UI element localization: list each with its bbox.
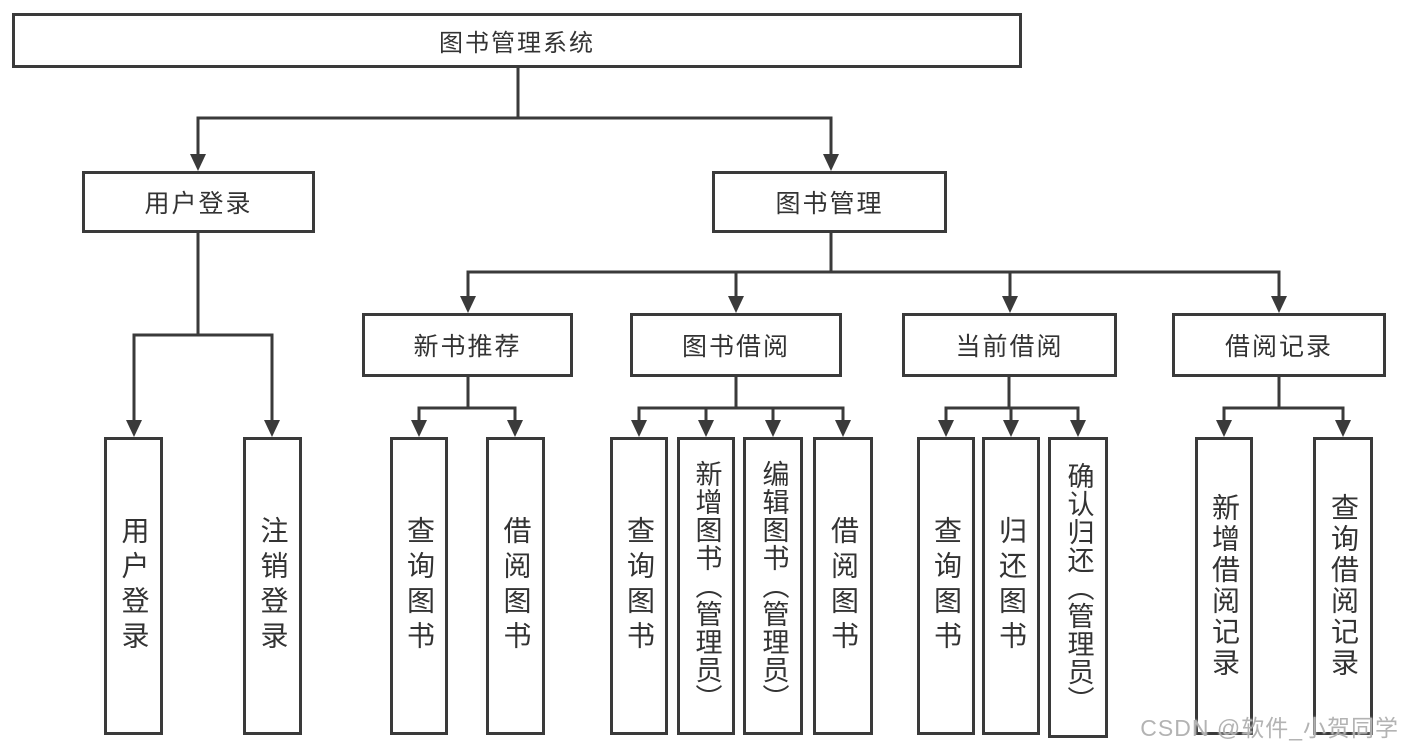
- node-leaf-logout: 注销登录: [243, 437, 302, 735]
- node-book-borrow: 图书借阅: [630, 313, 842, 377]
- arrow-down-icon: [823, 154, 839, 171]
- node-leaf-current-confirm-return-admin: 确认归还（管理员）: [1048, 437, 1108, 738]
- node-leaf-records-query-record: 查询借阅记录: [1313, 437, 1373, 735]
- node-leaf-records-add-record: 新增借阅记录: [1195, 437, 1253, 735]
- node-borrow-records: 借阅记录: [1172, 313, 1386, 377]
- arrow-down-icon: [1271, 296, 1287, 313]
- node-leaf-borrow-borrow-books: 借阅图书: [813, 437, 873, 735]
- node-leaf-recommend-query-books: 查询图书: [390, 437, 448, 735]
- connector-book-borrow: [637, 375, 845, 424]
- arrow-down-icon: [460, 296, 476, 313]
- connector-user-login: [132, 231, 274, 424]
- arrow-down-icon: [835, 420, 851, 437]
- connector-book-management: [466, 231, 1281, 300]
- node-leaf-borrow-edit-books-admin: 编辑图书（管理员）: [743, 437, 803, 735]
- node-root: 图书管理系统: [12, 13, 1022, 68]
- arrow-down-icon: [631, 420, 647, 437]
- csdn-watermark: CSDN @软件_小贺同学: [1140, 715, 1399, 741]
- arrow-down-icon: [264, 420, 280, 437]
- arrow-down-icon: [765, 420, 781, 437]
- node-current-borrow: 当前借阅: [902, 313, 1117, 377]
- node-leaf-current-query-books: 查询图书: [917, 437, 975, 735]
- arrow-down-icon: [1335, 420, 1351, 437]
- node-leaf-borrow-add-books-admin: 新增图书（管理员）: [677, 437, 735, 735]
- arrow-down-icon: [126, 420, 142, 437]
- arrow-down-icon: [938, 420, 954, 437]
- arrow-down-icon: [411, 420, 427, 437]
- node-leaf-current-return-books: 归还图书: [982, 437, 1040, 735]
- arrow-down-icon: [728, 296, 744, 313]
- connector-borrow-records: [1222, 375, 1345, 424]
- arrow-down-icon: [1002, 296, 1018, 313]
- arrow-down-icon: [190, 154, 206, 171]
- node-leaf-borrow-query-books: 查询图书: [610, 437, 668, 735]
- node-book-management: 图书管理: [712, 171, 947, 233]
- connector-root: [196, 66, 833, 158]
- node-leaf-recommend-borrow-books: 借阅图书: [486, 437, 545, 735]
- connector-new-book-recommend: [417, 375, 517, 424]
- arrow-down-icon: [1216, 420, 1232, 437]
- arrow-down-icon: [698, 420, 714, 437]
- arrow-down-icon: [507, 420, 523, 437]
- node-new-book-recommend: 新书推荐: [362, 313, 573, 377]
- arrow-down-icon: [1070, 420, 1086, 437]
- node-user-login: 用户登录: [82, 171, 315, 233]
- node-leaf-user-login: 用户登录: [104, 437, 163, 735]
- connector-current-borrow: [944, 375, 1080, 424]
- arrow-down-icon: [1003, 420, 1019, 437]
